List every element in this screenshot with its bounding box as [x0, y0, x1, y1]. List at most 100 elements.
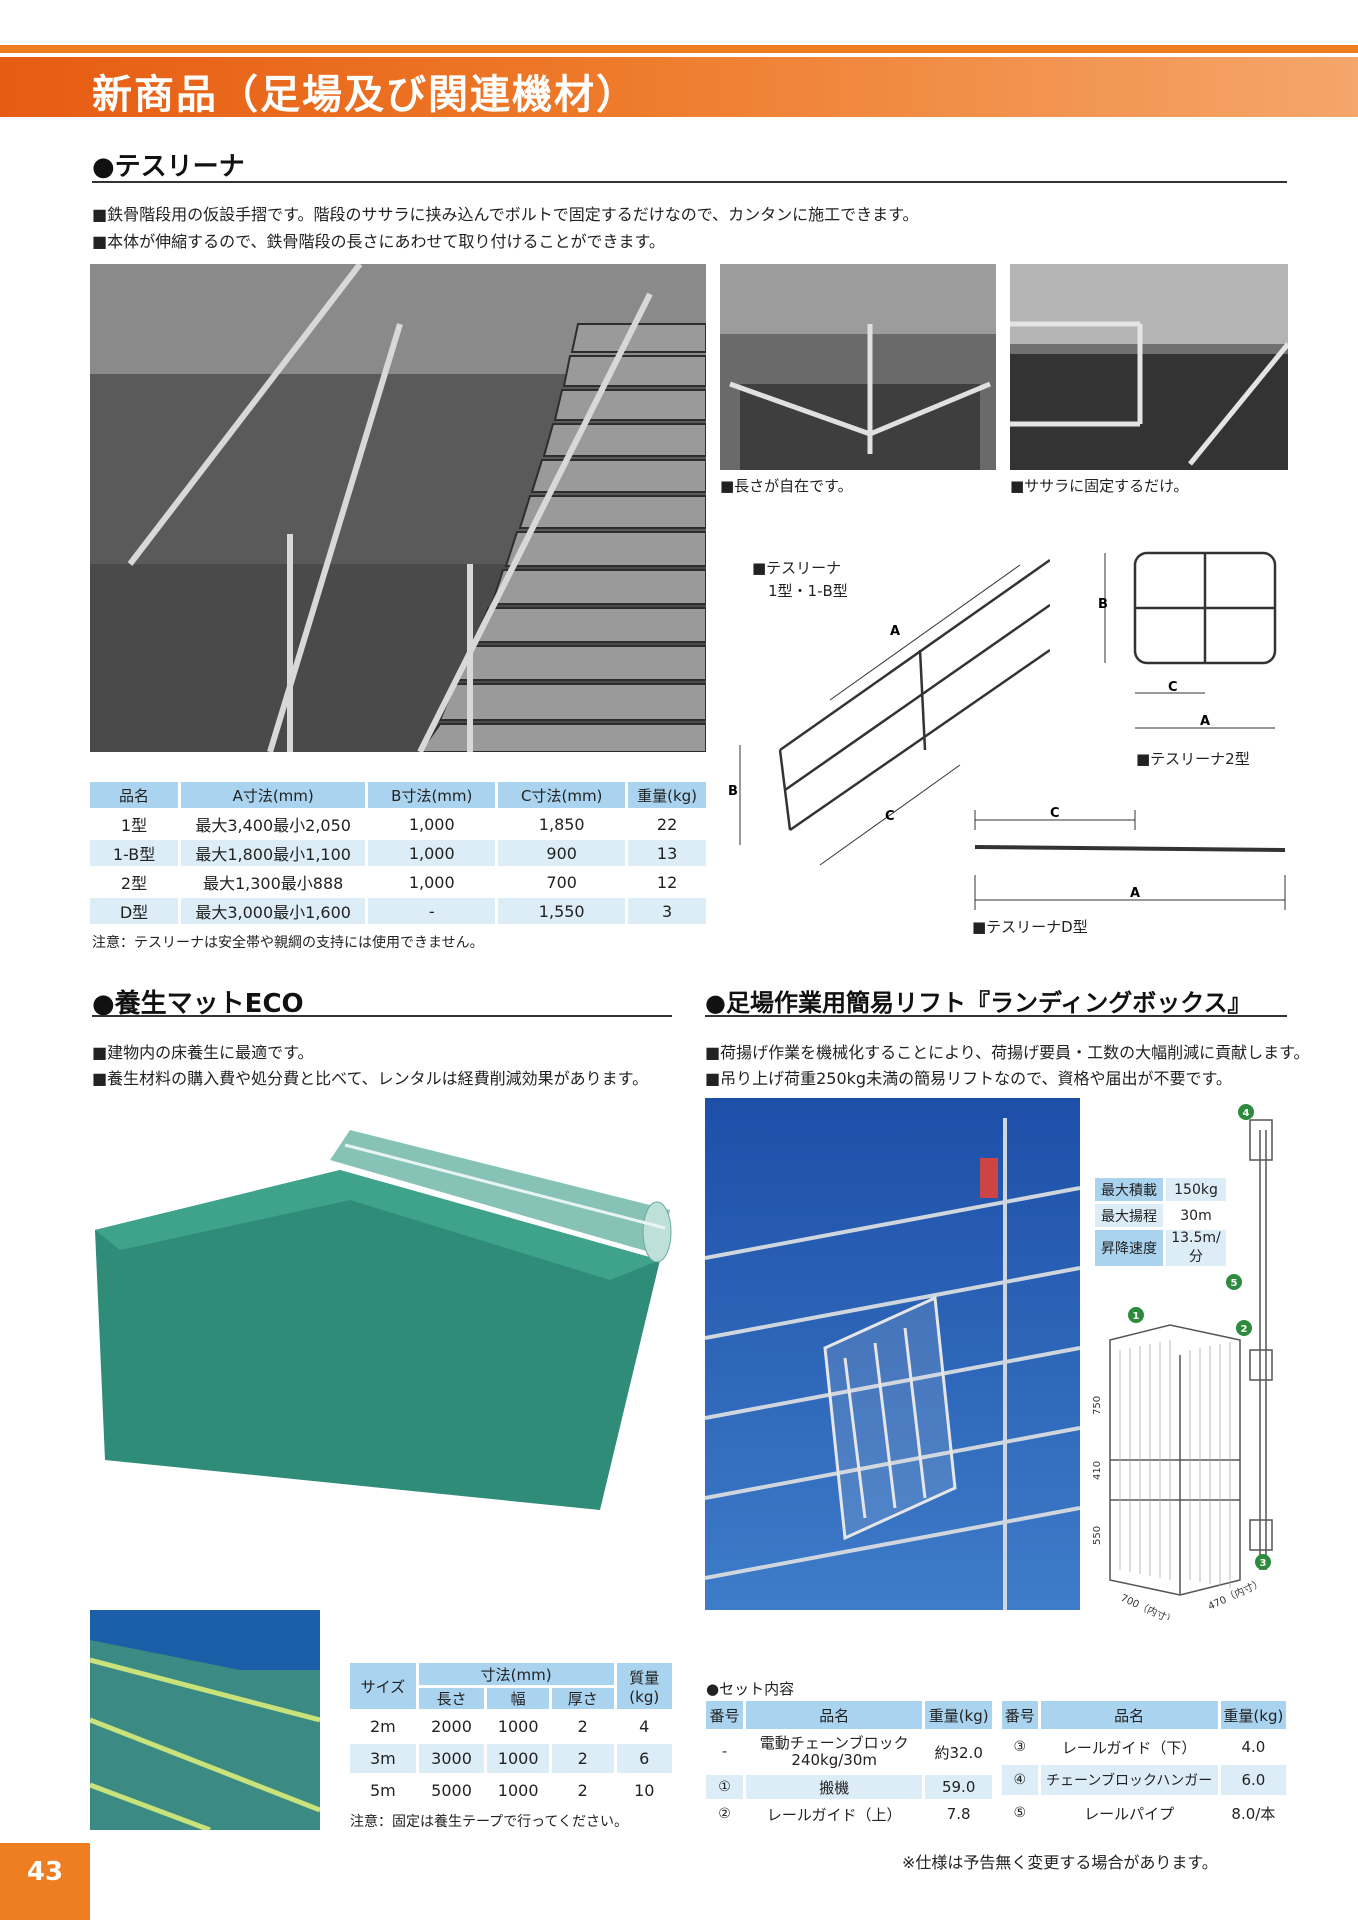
table-row: - 電動チェーンブロック 240kg/30m 約32.0	[706, 1732, 992, 1772]
tesurina-title: ●テスリーナ	[92, 152, 245, 182]
page-number-tab	[0, 1843, 90, 1920]
table-cell: 1型	[120, 816, 148, 835]
marker-5: 5	[1231, 1278, 1238, 1289]
table-cell: 2	[577, 1781, 588, 1800]
table-cell: ④	[1002, 1765, 1038, 1795]
set-header-weight: 重量(kg)	[1220, 1701, 1286, 1729]
mat-bullet-2: ■養生材料の購入費や処分費と比べて、レンタルは経費削減効果があります。	[92, 1069, 649, 1088]
lift-diagram: 1 2 3 4 5 750 410 550 700（内寸） 470（内寸）	[1092, 1104, 1273, 1620]
table-row: 3m 3000 1000 2 6	[350, 1744, 672, 1773]
spec-label: 最大積載	[1095, 1178, 1163, 1201]
table-row: 1-B型 最大1,800最小1,100 1,000 900 13	[90, 840, 706, 866]
table-cell: ③	[1013, 1739, 1027, 1755]
tesurina-note: 注意：テスリーナは安全帯や親綱の支持には使用できません。	[92, 935, 484, 951]
table-cell: 最大1,800最小1,100	[181, 840, 366, 866]
table-cell: 1,550	[498, 898, 626, 924]
table-cell: 搬機	[746, 1775, 923, 1799]
header-bar	[0, 57, 1358, 117]
spec-label: 最大揚程	[1095, 1204, 1163, 1227]
table-cell: 22	[656, 814, 678, 834]
tesurina-type1-diagram: B C A	[728, 558, 1050, 866]
marker-2: 2	[1241, 1324, 1248, 1335]
table-cell: 3	[628, 898, 706, 924]
tesurina-bullet-2: ■本体が伸縮するので、鉄骨階段の長さにあわせて取り付けることができます。	[92, 232, 665, 251]
col-header-a: A寸法(mm)	[181, 782, 366, 808]
table-cell: 10	[634, 1781, 655, 1800]
table-cell: ①	[706, 1775, 744, 1799]
caption-length-adjustable: ■長さが自在です。	[720, 477, 853, 495]
table-cell: 1-B型	[90, 840, 179, 866]
col-header-c: C寸法(mm)	[498, 782, 626, 808]
table-cell: 2m	[369, 1717, 396, 1736]
col-header-weight: 重量(kg)	[628, 782, 706, 808]
type2-dim-a: A	[1200, 714, 1210, 729]
mat-header-length: 長さ	[418, 1688, 485, 1709]
table-row: ⑤ レールパイプ 8.0/本	[1002, 1798, 1286, 1828]
diagram-label-typeD: ■テスリーナD型	[972, 918, 1088, 936]
dim-750: 750	[1092, 1396, 1103, 1415]
spec-label: 昇降速度	[1095, 1230, 1163, 1266]
dim-c-label: C	[885, 809, 895, 824]
staircase-photo	[90, 264, 706, 752]
table-cell: 1000	[487, 1744, 549, 1773]
caption-fixed-to-stringer: ■ササラに固定するだけ。	[1010, 477, 1189, 495]
lift-spec-table: 最大積載 150kg 最大揚程 30m 昇降速度 13.5m/分	[1092, 1175, 1229, 1269]
dim-700: 700（内寸）	[1119, 1591, 1178, 1620]
table-cell: 1,000	[368, 840, 496, 866]
table-cell: -	[368, 898, 496, 924]
table-cell: 最大3,400最小2,050	[195, 816, 351, 835]
typeD-dim-c: C	[1050, 806, 1060, 821]
lift-title-rule	[705, 1015, 1287, 1017]
set-header-name: 品名	[746, 1701, 923, 1729]
dim-b-label: B	[728, 784, 738, 799]
table-cell: 900	[498, 840, 626, 866]
table-cell: 1000	[497, 1781, 539, 1800]
diagram-label-type2: ■テスリーナ2型	[1136, 750, 1250, 768]
set-header-weight: 重量(kg)	[925, 1701, 992, 1729]
lift-photo	[705, 1098, 1080, 1610]
diagram-label-type1-variants: 1型・1-B型	[768, 582, 848, 600]
mat-roll-photo	[95, 1130, 672, 1510]
page-title: 新商品（足場及び関連機材）	[92, 72, 638, 118]
spec-value: 13.5m/分	[1166, 1230, 1226, 1266]
table-cell: 1,850	[538, 814, 585, 834]
table-row: 最大揚程 30m	[1095, 1204, 1226, 1227]
table-cell: 5000	[431, 1781, 472, 1800]
lift-bullet-2: ■吊り上げ荷重250kg未満の簡易リフトなので、資格や届出が不要です。	[705, 1069, 1232, 1088]
mat-installed-photo	[90, 1610, 320, 1830]
table-cell: 電動チェーンブロック 240kg/30m	[759, 1734, 909, 1769]
table-cell: 2	[551, 1744, 614, 1773]
table-cell: 7.8	[946, 1805, 971, 1823]
table-row: 最大積載 150kg	[1095, 1178, 1226, 1201]
set-header-no: 番号	[706, 1701, 744, 1729]
table-cell: ⑤	[1013, 1805, 1027, 1821]
table-row: ③ レールガイド（下） 4.0	[1002, 1732, 1286, 1762]
table-cell: レールガイド（下）	[1061, 1738, 1197, 1757]
table-row: D型 最大3,000最小1,600 - 1,550 3	[90, 898, 706, 924]
table-cell: 59.0	[925, 1775, 992, 1799]
table-cell: 3m	[350, 1744, 416, 1773]
set-contents-title: ●セット内容	[706, 1680, 795, 1698]
mat-header-weight: 質量 (kg)	[616, 1663, 672, 1709]
mat-title-rule	[92, 1015, 672, 1017]
table-cell: レールガイド（上）	[766, 1805, 902, 1824]
mat-title: ●養生マットECO	[92, 989, 304, 1019]
dim-550: 550	[1092, 1526, 1103, 1545]
table-cell: 3000	[418, 1744, 485, 1773]
table-cell: ②	[718, 1806, 731, 1822]
lift-title: ●足場作業用簡易リフト『ランディングボックス』	[705, 989, 1252, 1017]
table-cell: 12	[656, 872, 678, 892]
header-top-rule	[0, 45, 1358, 53]
table-cell: レールパイプ	[1084, 1804, 1175, 1823]
table-cell: 13	[628, 840, 706, 866]
tesurina-bullet-1: ■鉄骨階段用の仮設手摺です。階段のササラに挟み込んでボルトで固定するだけなので、…	[92, 205, 919, 224]
marker-4: 4	[1243, 1108, 1250, 1119]
spec-value: 150kg	[1166, 1178, 1226, 1201]
table-cell: 約32.0	[934, 1743, 983, 1762]
typeD-dim-a: A	[1130, 886, 1140, 901]
table-row: 2型 最大1,300最小888 1,000 700 12	[90, 869, 706, 895]
disclaimer: ※仕様は予告無く変更する場合があります。	[902, 1853, 1218, 1872]
table-cell: 1,000	[408, 872, 455, 892]
stair-landing-photo-left	[720, 264, 996, 470]
page-number: 43	[26, 1857, 64, 1887]
